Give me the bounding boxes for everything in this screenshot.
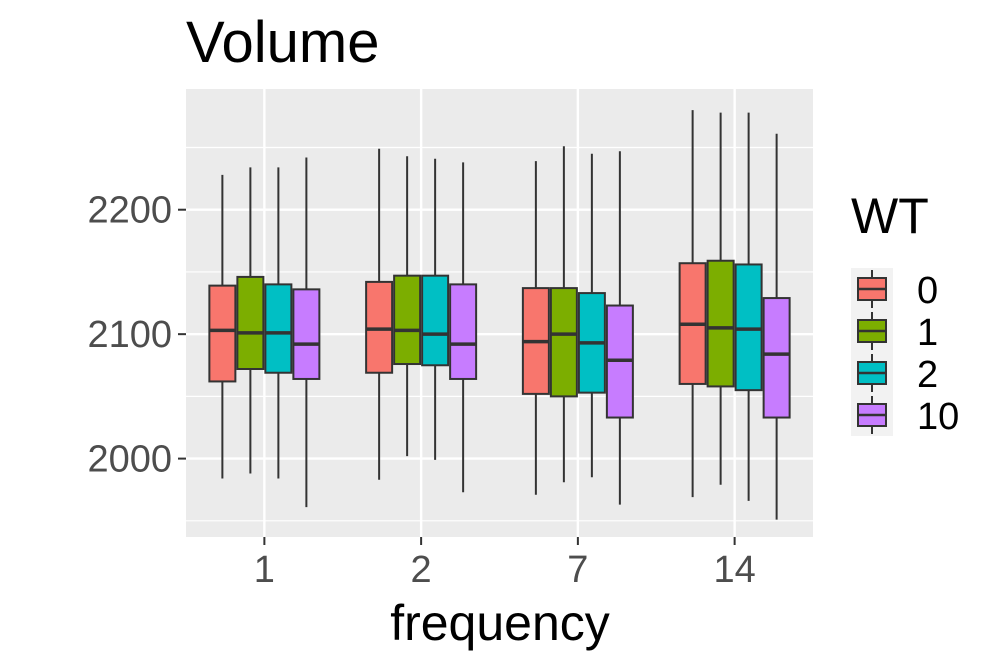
box-iqr [549, 287, 578, 398]
legend-label: 1 [917, 312, 938, 354]
box-iqr [393, 274, 422, 366]
legend-label: 0 [917, 270, 938, 312]
x-tick-label: 7 [567, 549, 588, 591]
box-2-freq-1 [264, 167, 293, 479]
box-1-freq-14 [706, 112, 735, 485]
box-10-freq-1 [292, 157, 321, 508]
box-0-freq-2 [365, 148, 394, 480]
box-iqr [421, 274, 450, 367]
y-tick-label: 2200 [87, 190, 172, 232]
legend-item-0: 0 [851, 268, 938, 312]
box-iqr [208, 284, 237, 383]
box-2-freq-7 [577, 153, 606, 478]
box-iqr [236, 275, 265, 370]
box-1-freq-1 [236, 167, 265, 474]
legend-label: 2 [917, 354, 938, 396]
box-10-freq-2 [449, 162, 478, 493]
legend-item-1: 1 [851, 310, 938, 354]
x-axis-title: frequency [390, 595, 610, 651]
box-iqr [734, 263, 763, 392]
y-tick-label: 2100 [87, 314, 172, 356]
box-iqr [365, 280, 394, 374]
box-0-freq-7 [521, 161, 550, 495]
box-1-freq-2 [393, 156, 422, 457]
legend-item-10: 10 [851, 394, 959, 438]
box-iqr [292, 288, 321, 380]
box-iqr [706, 259, 735, 388]
box-0-freq-14 [678, 110, 707, 498]
box-10-freq-14 [762, 133, 791, 520]
x-tick-label: 14 [713, 549, 755, 591]
box-layer [208, 110, 791, 520]
legend-title: WT [851, 188, 929, 244]
box-iqr [264, 283, 293, 374]
box-2-freq-14 [734, 112, 763, 501]
chart-title: Volume [186, 10, 379, 75]
box-iqr [449, 283, 478, 380]
box-1-freq-7 [549, 146, 578, 483]
legend-label: 10 [917, 396, 959, 438]
box-iqr [762, 297, 791, 419]
box-2-freq-2 [421, 158, 450, 460]
box-0-freq-1 [208, 174, 237, 479]
axes: 2000 2100 2200 1 2 7 14 [87, 190, 755, 591]
x-tick-label: 1 [254, 549, 275, 591]
box-10-freq-7 [605, 151, 634, 505]
legend-item-2: 2 [851, 352, 938, 396]
y-tick-label: 2000 [87, 439, 172, 481]
x-tick-label: 2 [411, 549, 432, 591]
